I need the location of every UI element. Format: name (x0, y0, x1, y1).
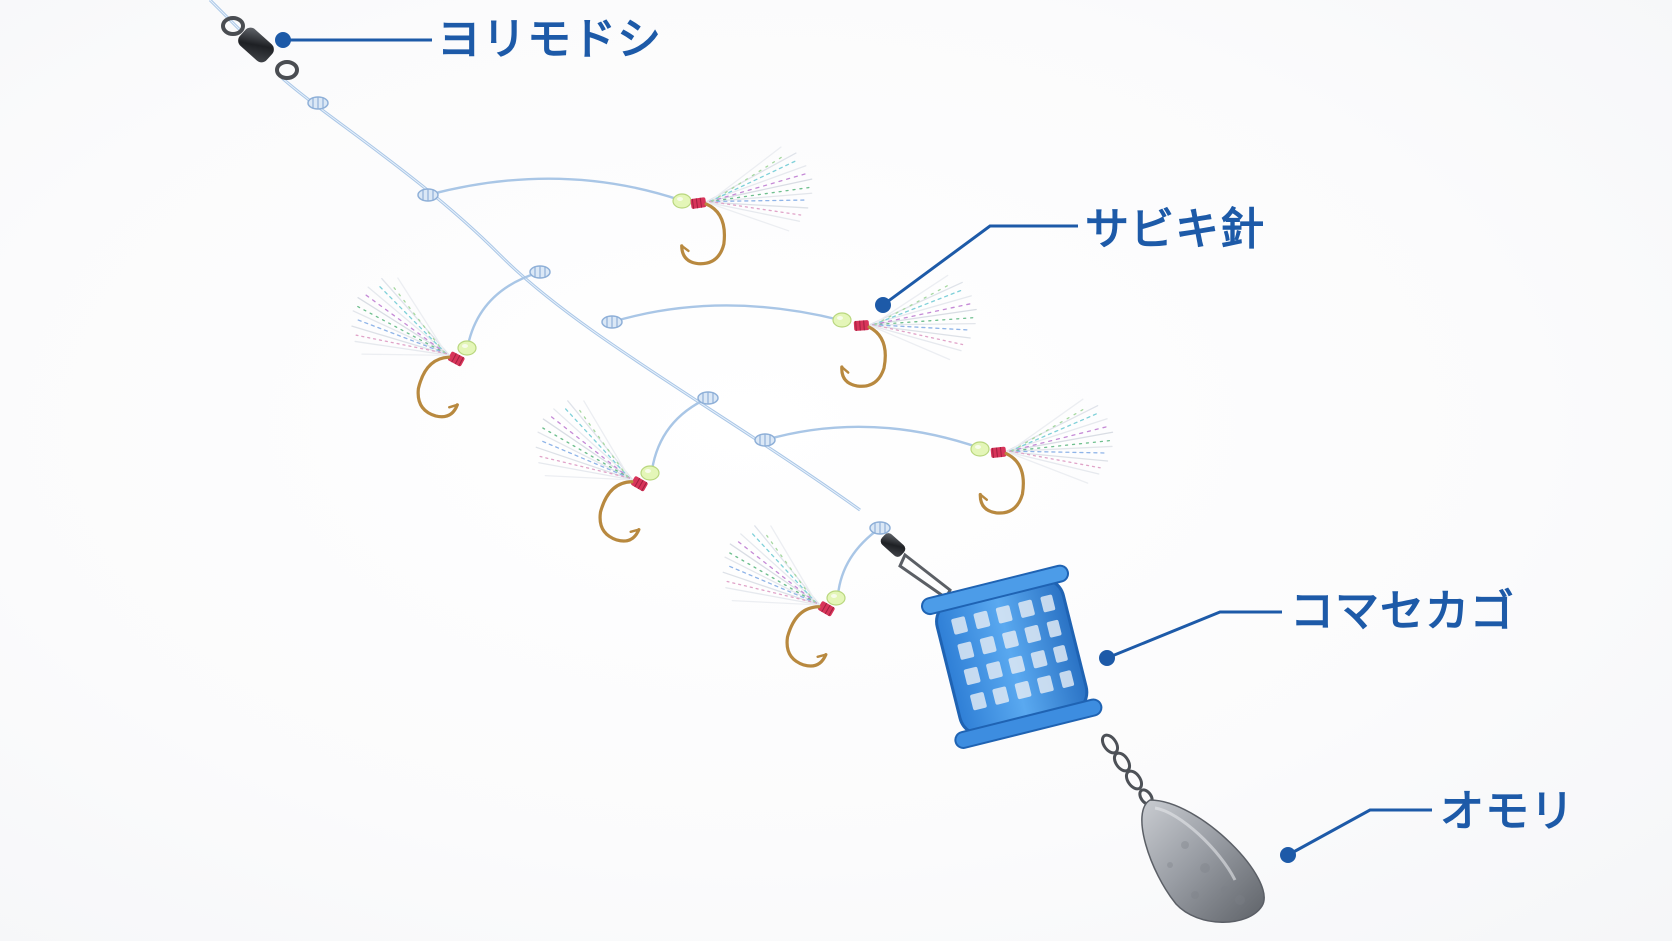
main-line (208, 0, 861, 512)
chain-link (1100, 733, 1154, 806)
basket-label: コマセカゴ (1290, 586, 1515, 637)
leader-dots (275, 32, 1296, 863)
hook-label: サビキ針 (1085, 204, 1265, 255)
sinker-label: オモリ (1440, 786, 1575, 837)
barrel-swivel-icon (221, 16, 299, 80)
branch-lines (427, 177, 981, 596)
beads (457, 193, 990, 606)
sinker-weight-icon (1141, 799, 1265, 923)
leader-lines (283, 38, 1432, 857)
swivel-label: ヨリモドシ (437, 14, 662, 65)
chum-basket-icon (920, 564, 1103, 749)
snap-swivel-icon (880, 533, 952, 601)
